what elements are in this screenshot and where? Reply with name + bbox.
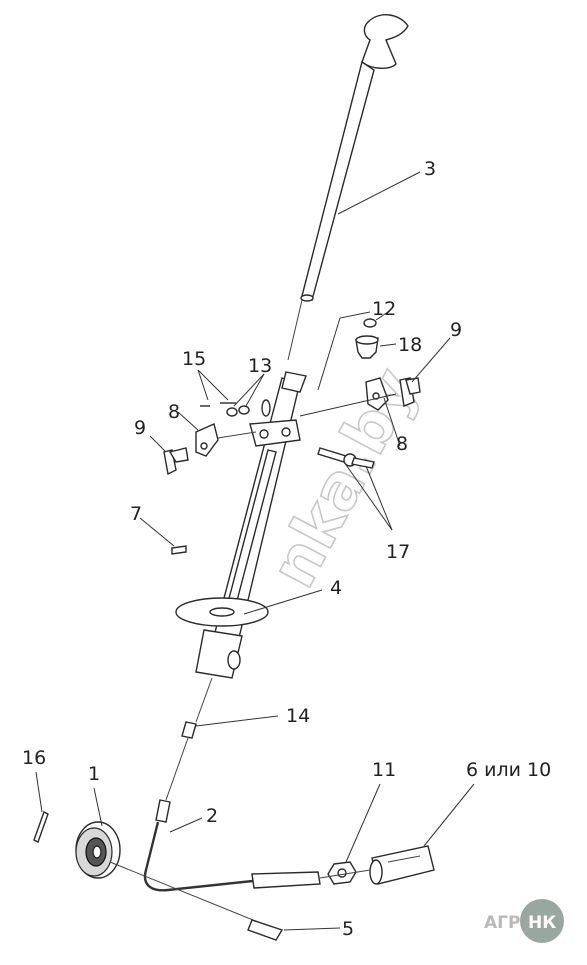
callout-7: 7 <box>130 503 142 525</box>
callout-17: 17 <box>386 541 410 563</box>
callout-13: 13 <box>248 355 272 377</box>
part-11-nut <box>327 861 357 885</box>
callout-4: 4 <box>330 577 342 599</box>
part-17-pins <box>317 447 375 469</box>
callout-1: 1 <box>88 763 100 785</box>
part-2-rod <box>143 799 321 892</box>
callout-11: 11 <box>372 759 396 781</box>
callout-18: 18 <box>398 334 422 356</box>
callout-3: 3 <box>424 158 436 180</box>
part-13-washers <box>226 405 250 417</box>
callout-12: 12 <box>372 298 396 320</box>
callout-6-or-10: 6 или 10 <box>466 759 551 781</box>
part-16-cotter-pin <box>33 811 49 843</box>
axis-line <box>195 677 213 723</box>
part-4-housing-tube <box>175 371 307 679</box>
callout-15: 15 <box>182 348 206 370</box>
part-8-dog-left <box>195 423 257 457</box>
callout-labels: 3 12 18 9 15 13 8 9 8 7 17 4 14 16 1 11 … <box>22 158 551 940</box>
part-9-clip-left <box>163 447 189 476</box>
callout-8-left: 8 <box>168 401 180 423</box>
leader-lines <box>35 171 475 931</box>
axis-line <box>165 737 189 801</box>
part-15-pins <box>200 402 236 407</box>
callout-8-right: 8 <box>396 433 408 455</box>
part-9-clip-right <box>299 377 421 417</box>
callout-16: 16 <box>22 747 46 769</box>
logo-text-right: НК <box>528 913 556 933</box>
part-5-bushing <box>247 919 284 941</box>
part-14-sleeve <box>181 721 197 739</box>
logo-circle <box>520 899 564 943</box>
part-12-ring <box>363 318 377 328</box>
callout-5: 5 <box>342 918 354 940</box>
callout-14: 14 <box>286 705 310 727</box>
callout-9-right: 9 <box>450 319 462 341</box>
part-18-plug <box>355 335 379 359</box>
brand-logo: АГРО НК <box>484 899 564 943</box>
part-7-pin <box>171 545 187 555</box>
assembly-line <box>317 311 371 391</box>
callout-2: 2 <box>206 805 218 827</box>
part-3-lever-rod <box>287 14 409 361</box>
callout-9-left: 9 <box>134 417 146 439</box>
part-6-10-clevis <box>319 845 435 885</box>
part-1-pulley <box>75 821 259 923</box>
